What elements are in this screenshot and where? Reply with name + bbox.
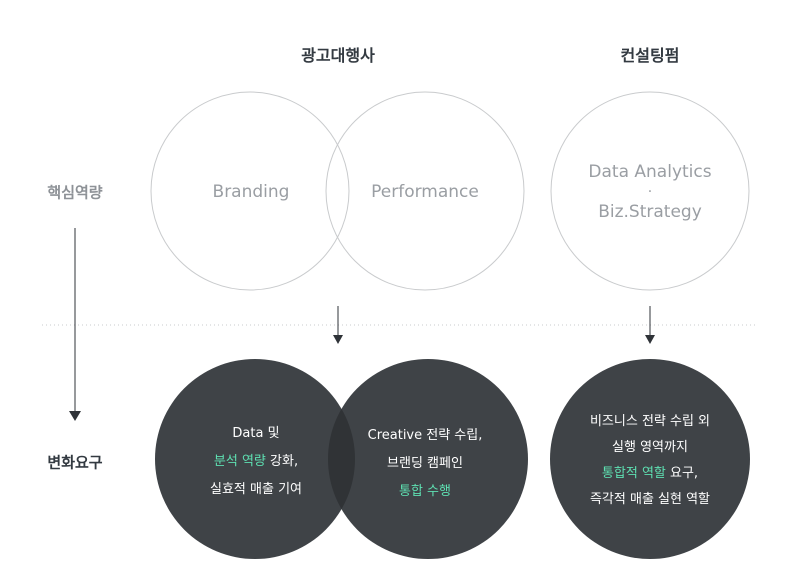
right-dark-text: 비즈니스 전략 수립 외 실행 영역까지 통합적 역할 요구, 즉각적 매출 실… [590,409,710,513]
left-line-3: 실효적 매출 기여 [210,482,302,497]
middle-dark-text: Creative 전략 수립, 브랜딩 캠페인 통합 수행 [368,422,483,506]
middle-line-2: 브랜딩 캠페인 [387,456,463,471]
agency-arrow-head [333,335,343,344]
middle-line-1: Creative 전략 수립, [367,428,483,443]
consulting-line-2: Biz.Strategy [598,202,702,222]
consulting-circle-text: Data Analytics · Biz.Strategy [588,161,711,223]
left-arrow-head [69,411,81,421]
consulting-separator: · [647,184,653,200]
right-dark-circle [550,359,750,559]
left-line-1: Data 및 [232,426,280,441]
branding-label: Branding [212,182,290,202]
header-agency: 광고대행사 [301,46,375,65]
left-line-2: 분석 역량 강화, [210,448,302,476]
right-line-3: 통합적 역할 요구, [590,461,710,487]
left-highlight: 분석 역량 [213,454,266,469]
middle-dark-circle [328,359,528,559]
left-dark-circle [155,359,355,559]
right-line-1: 비즈니스 전략 수립 외 [589,414,711,429]
middle-highlight: 통합 수행 [399,484,451,499]
row-label-core: 핵심역량 [47,183,103,202]
branding-circle [150,91,350,291]
right-line-4: 즉각적 매출 실현 역할 [589,492,711,507]
performance-circle [325,91,525,291]
right-line-3-rest: 요구, [665,466,699,481]
row-label-change: 변화요구 [47,453,103,472]
left-dark-text: Data 및 분석 역량 강화, 실효적 매출 기여 [210,420,302,504]
consulting-circle [550,91,750,291]
right-line-2: 실행 영역까지 [612,440,688,455]
performance-label: Performance [371,182,479,202]
right-highlight: 통합적 역할 [601,466,666,481]
left-line-2-rest: 강화, [265,454,299,469]
header-consulting: 컨설팅펌 [620,46,680,65]
consulting-line-1: Data Analytics [588,162,712,182]
consulting-arrow-head [645,335,655,344]
